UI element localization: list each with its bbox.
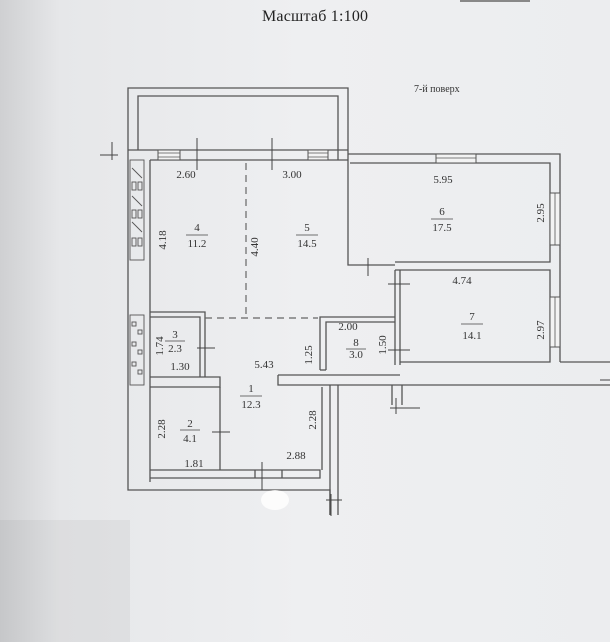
dim-room5-height: 4.40 xyxy=(249,237,261,257)
room-2-number: 2 xyxy=(187,418,193,430)
room-1-number: 1 xyxy=(248,383,254,395)
dim-room1-depth: 1.25 xyxy=(303,345,315,365)
dim-room6-width: 5.95 xyxy=(433,174,453,186)
room-5-number: 5 xyxy=(304,222,310,234)
room-7-area: 14.1 xyxy=(462,330,481,342)
room-1-area: 12.3 xyxy=(241,399,261,411)
room-8-area: 3.0 xyxy=(349,349,363,361)
dim-room1-width: 5.43 xyxy=(254,359,274,371)
room-4-area: 11.2 xyxy=(188,238,207,250)
room-3-number: 3 xyxy=(172,329,178,341)
dim-room3-height: 1.74 xyxy=(154,336,166,356)
dim-room7-height: 2.97 xyxy=(535,320,547,340)
dim-room3-width: 1.30 xyxy=(170,361,190,373)
dim-room6-height: 2.95 xyxy=(535,203,547,223)
room-6-area: 17.5 xyxy=(432,222,452,234)
dim-room7-width: 4.74 xyxy=(452,275,472,287)
room-3-area: 2.3 xyxy=(168,343,182,355)
dim-room5-width: 3.00 xyxy=(282,169,302,181)
dim-room8-width: 2.00 xyxy=(338,321,358,333)
dim-room4-height: 4.18 xyxy=(157,230,169,250)
room-7-number: 7 xyxy=(469,311,475,323)
dim-room2-width: 1.81 xyxy=(184,458,203,470)
room-5-area: 14.5 xyxy=(297,238,317,250)
room-2-area: 4.1 xyxy=(183,433,197,445)
floor-label: 7-й поверх xyxy=(414,84,460,95)
scale-title: Масштаб 1:100 xyxy=(262,8,369,25)
dim-room2-height: 2.28 xyxy=(156,419,168,439)
room-8-number: 8 xyxy=(353,337,359,349)
room-4-number: 4 xyxy=(194,222,200,234)
page-edge-line xyxy=(460,0,530,2)
dim-room1-height: 2.28 xyxy=(307,410,319,430)
dim-room1-bottom: 2.88 xyxy=(286,450,306,462)
room-6-number: 6 xyxy=(439,206,445,218)
dim-room8-height: 1.50 xyxy=(377,335,389,355)
dim-room4-width: 2.60 xyxy=(176,169,196,181)
